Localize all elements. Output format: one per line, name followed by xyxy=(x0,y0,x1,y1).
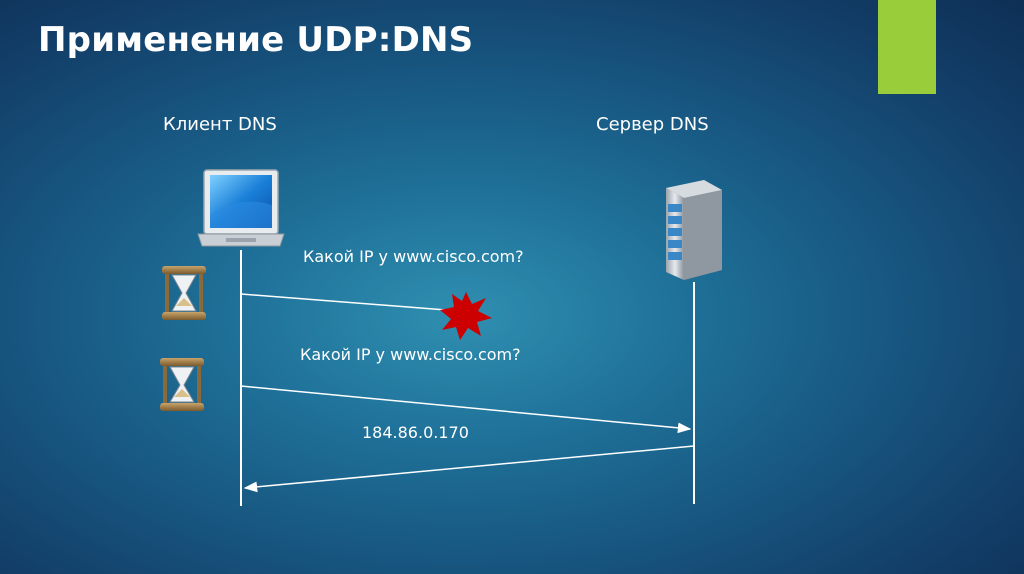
server-label: Сервер DNS xyxy=(596,114,709,135)
hourglass-icon xyxy=(162,266,206,320)
response-label: 184.86.0.170 xyxy=(362,423,469,442)
second-query-label: Какой IP у www.cisco.com? xyxy=(300,345,521,364)
server-icon xyxy=(666,180,722,280)
query-arrow xyxy=(240,385,692,434)
client-label: Клиент DNS xyxy=(163,114,277,135)
lost-query-line xyxy=(240,293,447,311)
packet-loss-burst-icon xyxy=(440,292,492,340)
laptop-icon xyxy=(197,169,285,247)
hourglass-icon xyxy=(160,358,204,411)
accent-bar xyxy=(878,0,936,94)
response-arrow xyxy=(243,445,695,493)
first-query-label: Какой IP у www.cisco.com? xyxy=(303,247,524,266)
slide-title: Применение UDP:DNS xyxy=(38,20,474,60)
